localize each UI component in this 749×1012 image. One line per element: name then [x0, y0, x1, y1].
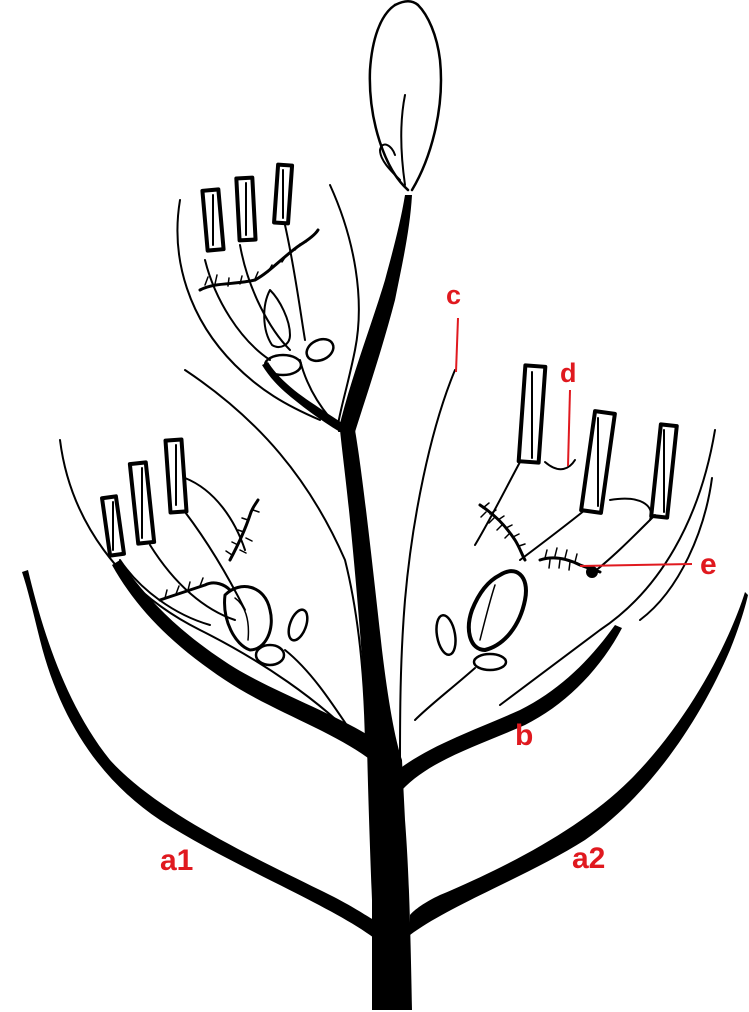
- branch-left-middle: [112, 560, 368, 758]
- upper-stem: [338, 195, 412, 432]
- label-e: e: [700, 548, 717, 581]
- label-b: b: [515, 719, 533, 752]
- label-d: d: [560, 358, 577, 388]
- flower-right: [415, 365, 677, 720]
- label-c: c: [446, 280, 461, 310]
- leader-line-e: [580, 564, 692, 566]
- terminal-bud: [370, 1, 441, 190]
- branch-a2: [410, 592, 748, 935]
- label-a1: a1: [160, 844, 193, 877]
- flower-top-left: [200, 165, 337, 418]
- leader-line-d: [568, 390, 570, 466]
- branch-a1: [22, 570, 374, 938]
- flower-lower-left: [102, 440, 350, 730]
- leader-lines: [456, 318, 692, 566]
- label-a2: a2: [572, 842, 605, 875]
- leader-line-c: [456, 318, 458, 372]
- branch-b: [398, 625, 622, 790]
